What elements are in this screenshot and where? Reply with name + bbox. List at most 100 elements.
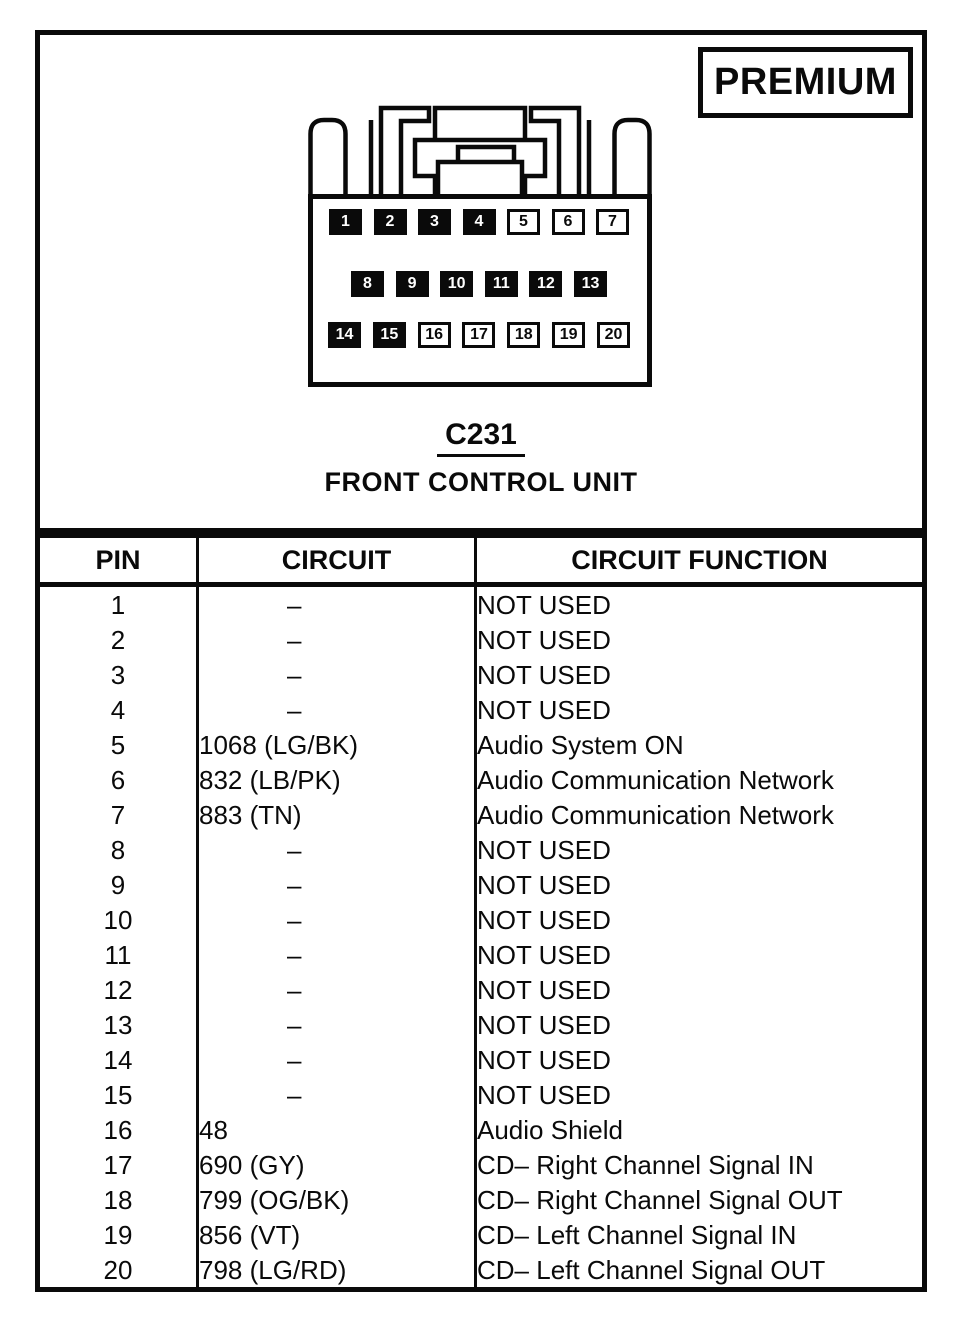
cell-pin: 6: [110, 764, 126, 795]
premium-badge: PREMIUM: [698, 47, 913, 118]
cell-circuit: 832 (LB/PK): [196, 762, 476, 797]
cell-func: NOT USED: [474, 692, 925, 727]
cell-pin: 9: [110, 869, 126, 900]
connector-title: FRONT CONTROL UNIT: [324, 467, 638, 497]
cell-pin: 20: [103, 1254, 133, 1285]
cell-circuit: –: [196, 832, 476, 867]
pin-6: 6: [551, 209, 585, 235]
cell-func: NOT USED: [474, 622, 925, 657]
table-row: 20 798 (LG/RD)CD– Left Channel Signal OUT: [38, 1252, 925, 1290]
cell-func: NOT USED: [474, 584, 925, 622]
pin-19: 19: [552, 322, 586, 348]
cell-circuit: –: [196, 1042, 476, 1077]
table-row: 8–NOT USED: [38, 832, 925, 867]
cell-func: Audio Shield: [474, 1112, 925, 1147]
cell-func: NOT USED: [474, 832, 925, 867]
cell-func: CD– Left Channel Signal OUT: [474, 1252, 925, 1290]
premium-badge-label: PREMIUM: [714, 61, 897, 103]
table-row: 2 –NOT USED: [38, 622, 925, 657]
cell-pin: 10: [103, 904, 133, 935]
connector-right-lug: [612, 117, 652, 197]
pin-9: 9: [395, 271, 429, 297]
table-row: 1–NOT USED: [38, 584, 925, 622]
cell-func: NOT USED: [474, 657, 925, 692]
table-row: 3–NOT USED: [38, 657, 925, 692]
cell-circuit: 798 (LG/RD): [196, 1252, 476, 1290]
cell-circuit: 690 (GY): [196, 1147, 476, 1182]
cell-func: Audio Communication Network: [474, 797, 925, 832]
table-row: 12–NOT USED: [38, 972, 925, 1007]
cell-pin: 5: [110, 729, 126, 760]
table-row: 15 –NOT USED: [38, 1077, 925, 1112]
connector-id-text: C231: [437, 418, 525, 457]
pin-5: 5: [507, 209, 540, 235]
cell-pin: 17: [103, 1149, 133, 1180]
connector-left-lug: [308, 117, 348, 197]
connector-left-hook: [378, 105, 432, 197]
connector-right-hook: [528, 105, 582, 197]
table-row: 10 –NOT USED: [38, 902, 925, 937]
cell-circuit: –: [196, 657, 476, 692]
col-header-circuit-function: CIRCUIT FUNCTION: [474, 535, 925, 587]
pin-13: 13: [573, 271, 607, 297]
pin-7: 7: [596, 209, 629, 235]
cell-func: NOT USED: [474, 937, 925, 972]
pin-12: 12: [529, 271, 563, 297]
cell-circuit: –: [196, 902, 476, 937]
cell-pin: 15: [103, 1079, 133, 1110]
cell-circuit: –: [196, 692, 476, 727]
pin-2: 2: [373, 209, 407, 235]
pin-8: 8: [351, 271, 384, 297]
cell-circuit: 1068 (LG/BK): [196, 727, 476, 762]
connector-top-profile-drawing: [308, 105, 652, 197]
cell-circuit: –: [196, 622, 476, 657]
table-row: 11 –NOT USED: [38, 937, 925, 972]
cell-pin: 18: [103, 1184, 133, 1215]
cell-circuit: 799 (OG/BK): [196, 1182, 476, 1217]
cell-func: Audio System ON: [474, 727, 925, 762]
cell-func: NOT USED: [474, 1077, 925, 1112]
cell-func: NOT USED: [474, 902, 925, 937]
cell-pin: 11: [104, 939, 132, 970]
col-header-pin: PIN: [37, 535, 198, 587]
pin-20: 20: [596, 322, 630, 348]
pin-17: 17: [462, 322, 496, 348]
pin-11: 11: [484, 271, 518, 297]
cell-pin: 16: [103, 1114, 133, 1145]
connector-id: C231: [40, 418, 922, 457]
cell-circuit: –: [196, 1007, 476, 1042]
pin-16: 16: [417, 322, 451, 348]
cell-func: NOT USED: [474, 1007, 925, 1042]
cell-func: NOT USED: [474, 867, 925, 902]
cell-func: CD– Left Channel Signal IN: [474, 1217, 925, 1252]
pin-18: 18: [507, 322, 541, 348]
cell-pin: 1: [110, 589, 126, 620]
pin-1: 1: [329, 209, 362, 235]
table-row: 13 –NOT USED: [38, 1007, 925, 1042]
cell-circuit: 48: [196, 1112, 476, 1147]
cell-circuit: –: [196, 937, 476, 972]
col-header-circuit: CIRCUIT: [196, 535, 476, 587]
connector-latch-inner: [435, 159, 525, 197]
pin-14: 14: [328, 322, 361, 348]
cell-circuit: –: [196, 1077, 476, 1112]
table-row: 9–NOT USED: [38, 867, 925, 902]
cell-pin: 2: [110, 624, 126, 655]
cell-pin: 13: [103, 1009, 133, 1040]
cell-func: CD– Right Channel Signal IN: [474, 1147, 925, 1182]
cell-pin: 4: [110, 694, 126, 725]
pin-3: 3: [418, 209, 451, 235]
cell-func: CD– Right Channel Signal OUT: [474, 1182, 925, 1217]
cell-pin: 7: [110, 799, 126, 830]
pin-4: 4: [462, 209, 496, 235]
cell-func: NOT USED: [474, 972, 925, 1007]
table-row: 7 883 (TN)Audio Communication Network: [38, 797, 925, 832]
cell-circuit: 883 (TN): [196, 797, 476, 832]
